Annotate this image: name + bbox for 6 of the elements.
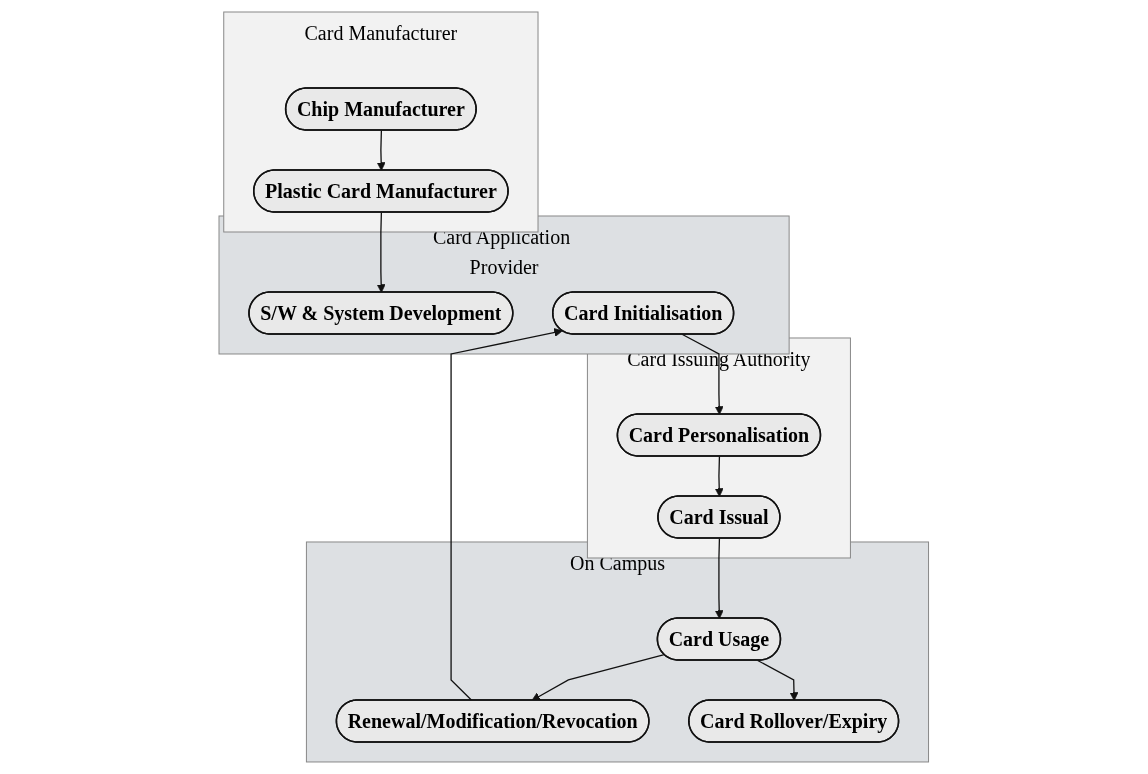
arrow bbox=[757, 659, 799, 701]
arrow bbox=[715, 537, 724, 619]
arrow bbox=[377, 129, 386, 171]
arrow bbox=[531, 653, 666, 701]
arrow bbox=[715, 455, 724, 497]
arrow bbox=[377, 211, 386, 293]
